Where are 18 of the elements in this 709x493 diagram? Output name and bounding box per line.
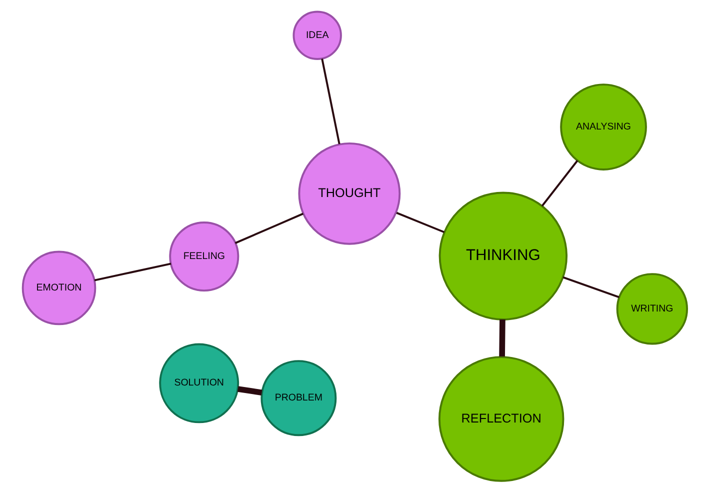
connector (320, 58, 340, 144)
node-circle: IDEA (292, 10, 342, 60)
node-circle: THINKING (438, 192, 568, 320)
node-circle: THOUGHT (298, 142, 400, 245)
connector (498, 319, 505, 356)
connector (94, 262, 171, 282)
node-circle: PROBLEM (260, 360, 336, 436)
connector (396, 212, 444, 234)
connector (562, 276, 619, 298)
node-circle: WRITING (616, 273, 688, 345)
node-circle: EMOTION (21, 250, 96, 326)
node-circle: REFLECTION (438, 356, 564, 482)
node-circle: FEELING (168, 222, 239, 292)
node-circle: SOLUTION (158, 343, 239, 424)
node-circle: ANALYSING (560, 84, 646, 170)
connector (234, 212, 303, 244)
connector (236, 386, 262, 396)
connector (540, 160, 578, 206)
